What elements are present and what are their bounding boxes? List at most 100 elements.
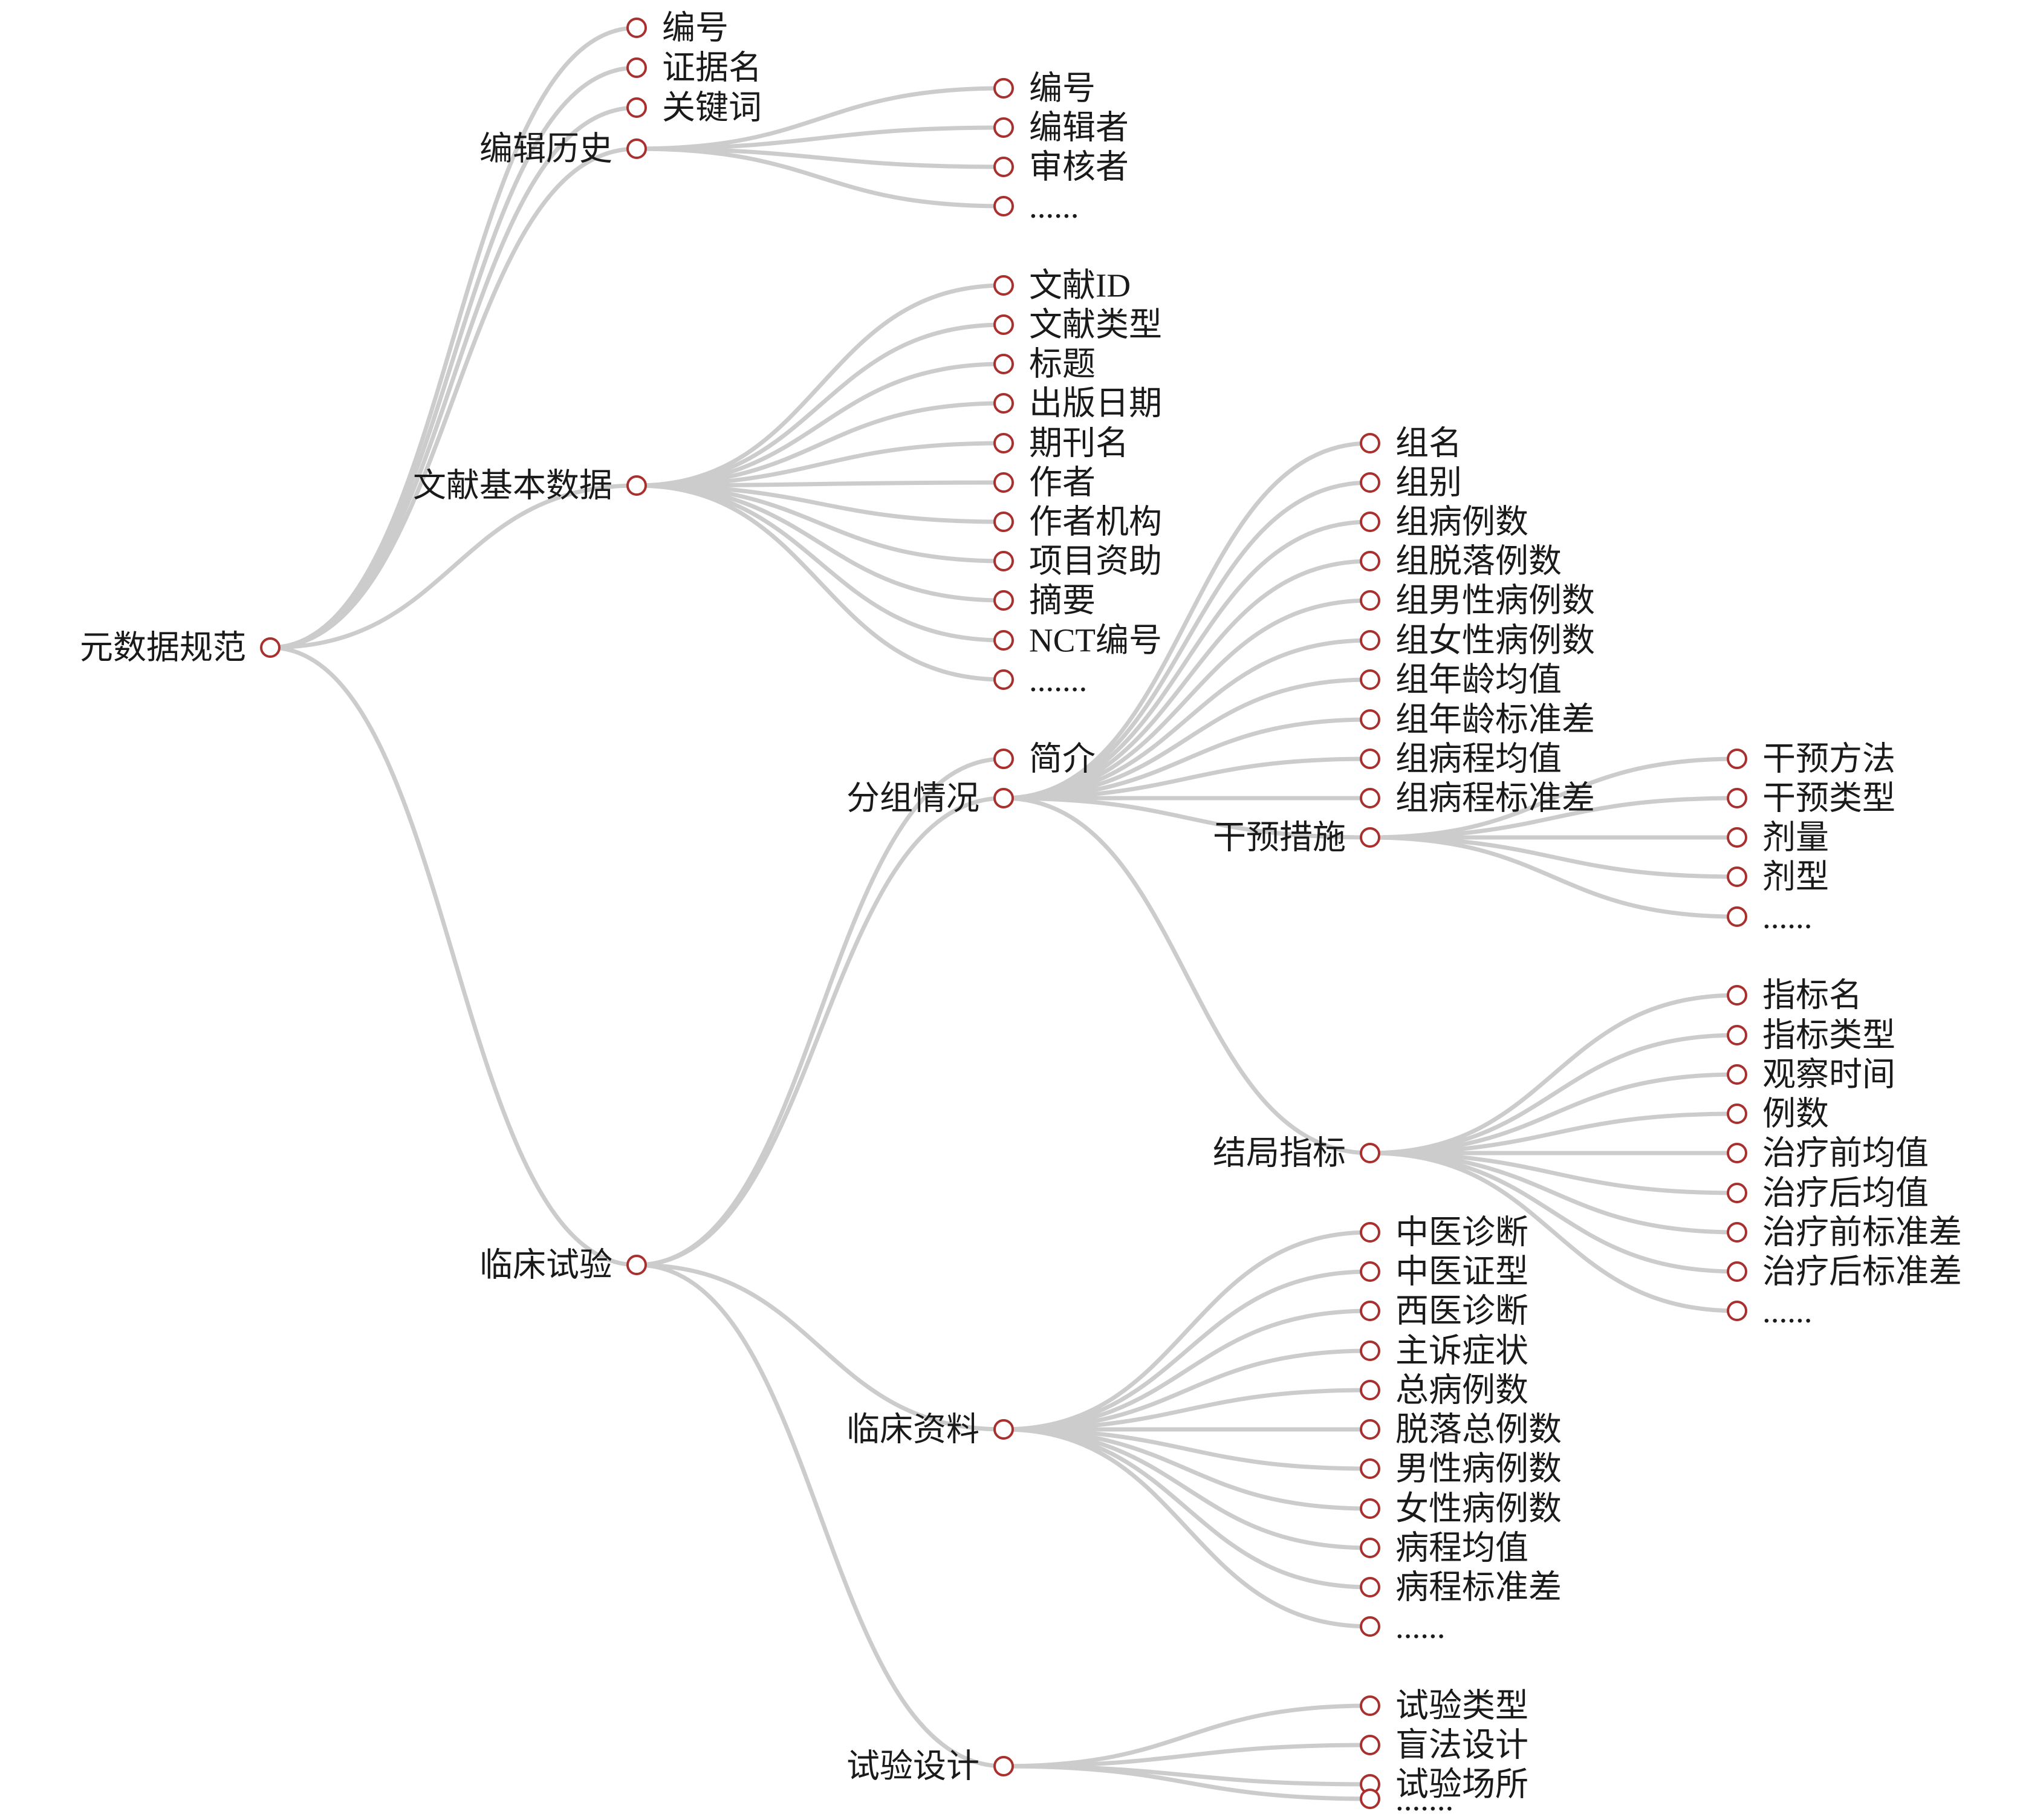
node-circle-icon[interactable] xyxy=(993,788,1014,808)
node-circle-icon[interactable] xyxy=(1727,827,1747,848)
tree-branch-node[interactable]: 分组情况 xyxy=(846,780,1014,817)
tree-leaf-node[interactable]: ...... xyxy=(1360,1608,1446,1645)
tree-leaf-node[interactable]: 组名 xyxy=(1360,425,1462,462)
tree-leaf-node[interactable]: 出版日期 xyxy=(993,385,1162,422)
tree-leaf-node[interactable]: 组女性病例数 xyxy=(1360,622,1595,659)
node-circle-icon[interactable] xyxy=(1727,906,1747,927)
node-circle-icon[interactable] xyxy=(1360,1577,1380,1597)
node-circle-icon[interactable] xyxy=(993,472,1014,493)
tree-leaf-node[interactable]: 期刊名 xyxy=(993,425,1129,462)
node-circle-icon[interactable] xyxy=(626,1255,647,1275)
tree-leaf-node[interactable]: 作者机构 xyxy=(993,504,1162,541)
tree-leaf-node[interactable]: 组年龄均值 xyxy=(1360,661,1562,698)
tree-leaf-node[interactable]: 观察时间 xyxy=(1727,1056,1895,1093)
tree-leaf-node[interactable]: 病程标准差 xyxy=(1360,1569,1562,1606)
tree-leaf-node[interactable]: 总病例数 xyxy=(1360,1372,1528,1409)
node-circle-icon[interactable] xyxy=(1727,1143,1747,1163)
tree-leaf-node[interactable]: 摘要 xyxy=(993,582,1096,619)
tree-leaf-node[interactable]: 编号 xyxy=(993,70,1096,107)
tree-leaf-node[interactable]: 治疗前均值 xyxy=(1727,1135,1929,1172)
tree-leaf-node[interactable]: 简介 xyxy=(993,741,1096,778)
tree-branch-node[interactable]: 试验设计 xyxy=(846,1748,1014,1785)
node-circle-icon[interactable] xyxy=(1727,1183,1747,1203)
node-circle-icon[interactable] xyxy=(1727,749,1747,769)
tree-leaf-node[interactable]: 组病程均值 xyxy=(1360,741,1562,778)
tree-leaf-node[interactable]: 项目资助 xyxy=(993,543,1162,580)
tree-leaf-node[interactable]: 组脱落例数 xyxy=(1360,543,1562,580)
node-circle-icon[interactable] xyxy=(1360,709,1380,730)
node-circle-icon[interactable] xyxy=(1360,1301,1380,1321)
node-circle-icon[interactable] xyxy=(993,275,1014,296)
node-circle-icon[interactable] xyxy=(1360,827,1380,848)
node-circle-icon[interactable] xyxy=(260,637,281,658)
node-circle-icon[interactable] xyxy=(993,78,1014,99)
tree-leaf-node[interactable]: ...... xyxy=(993,188,1079,225)
node-circle-icon[interactable] xyxy=(993,669,1014,690)
node-circle-icon[interactable] xyxy=(993,354,1014,374)
node-circle-icon[interactable] xyxy=(1360,433,1380,453)
tree-leaf-node[interactable]: 组别 xyxy=(1360,464,1462,501)
tree-leaf-node[interactable]: 编辑者 xyxy=(993,109,1129,146)
tree-branch-node[interactable]: 干预措施 xyxy=(1213,819,1380,856)
node-circle-icon[interactable] xyxy=(1727,1261,1747,1282)
tree-branch-node[interactable]: 结局指标 xyxy=(1213,1135,1380,1172)
tree-leaf-node[interactable]: 编号 xyxy=(626,10,729,47)
tree-leaf-node[interactable]: 审核者 xyxy=(993,149,1129,186)
node-circle-icon[interactable] xyxy=(993,590,1014,611)
node-circle-icon[interactable] xyxy=(993,393,1014,414)
node-circle-icon[interactable] xyxy=(1360,1341,1380,1361)
tree-leaf-node[interactable]: 剂量 xyxy=(1727,819,1829,856)
node-circle-icon[interactable] xyxy=(1360,1735,1380,1755)
node-circle-icon[interactable] xyxy=(1727,1222,1747,1243)
node-circle-icon[interactable] xyxy=(1360,1498,1380,1519)
node-circle-icon[interactable] xyxy=(1727,866,1747,887)
tree-branch-node[interactable]: 临床试验 xyxy=(479,1247,647,1284)
node-circle-icon[interactable] xyxy=(1360,1789,1380,1809)
tree-leaf-node[interactable]: ...... xyxy=(1727,899,1813,935)
tree-leaf-node[interactable]: 证据名 xyxy=(626,50,762,86)
tree-leaf-node[interactable]: 指标名 xyxy=(1727,977,1862,1014)
tree-leaf-node[interactable]: 干预方法 xyxy=(1727,741,1895,778)
tree-leaf-node[interactable]: NCT编号 xyxy=(993,622,1162,659)
tree-leaf-node[interactable]: 治疗后均值 xyxy=(1727,1175,1929,1212)
tree-leaf-node[interactable]: 组病例数 xyxy=(1360,504,1528,541)
tree-leaf-node[interactable]: 组年龄标准差 xyxy=(1360,701,1595,738)
node-circle-icon[interactable] xyxy=(1360,669,1380,690)
node-circle-icon[interactable] xyxy=(993,512,1014,532)
node-circle-icon[interactable] xyxy=(1360,1538,1380,1558)
node-circle-icon[interactable] xyxy=(1360,1616,1380,1637)
node-circle-icon[interactable] xyxy=(1360,1458,1380,1479)
tree-branch-node[interactable]: 临床资料 xyxy=(846,1411,1014,1448)
node-circle-icon[interactable] xyxy=(1360,1261,1380,1282)
node-circle-icon[interactable] xyxy=(993,196,1014,216)
tree-leaf-node[interactable]: 试验场所 xyxy=(1360,1766,1528,1803)
node-circle-icon[interactable] xyxy=(1727,1301,1747,1321)
node-circle-icon[interactable] xyxy=(993,630,1014,651)
tree-leaf-node[interactable]: 中医证型 xyxy=(1360,1253,1528,1290)
node-circle-icon[interactable] xyxy=(1360,630,1380,651)
node-circle-icon[interactable] xyxy=(1360,1222,1380,1243)
tree-leaf-node[interactable]: 标题 xyxy=(993,346,1096,383)
node-circle-icon[interactable] xyxy=(1360,1419,1380,1440)
node-circle-icon[interactable] xyxy=(1360,512,1380,532)
node-circle-icon[interactable] xyxy=(993,749,1014,769)
node-circle-icon[interactable] xyxy=(993,1756,1014,1776)
node-circle-icon[interactable] xyxy=(993,433,1014,453)
tree-leaf-node[interactable]: 例数 xyxy=(1727,1096,1829,1133)
node-circle-icon[interactable] xyxy=(1727,1103,1747,1124)
node-circle-icon[interactable] xyxy=(1360,788,1380,808)
tree-leaf-node[interactable]: 文献类型 xyxy=(993,307,1162,343)
tree-leaf-node[interactable]: 关键词 xyxy=(626,89,762,126)
node-circle-icon[interactable] xyxy=(1727,1025,1747,1045)
node-circle-icon[interactable] xyxy=(1727,788,1747,808)
node-circle-icon[interactable] xyxy=(1360,590,1380,611)
tree-leaf-node[interactable]: 西医诊断 xyxy=(1360,1293,1528,1330)
tree-leaf-node[interactable]: ....... xyxy=(993,661,1087,698)
node-circle-icon[interactable] xyxy=(626,18,647,38)
tree-leaf-node[interactable]: 中医诊断 xyxy=(1360,1214,1528,1251)
node-circle-icon[interactable] xyxy=(1360,1143,1380,1163)
tree-leaf-node[interactable]: 治疗前标准差 xyxy=(1727,1214,1962,1251)
tree-leaf-node[interactable]: 指标类型 xyxy=(1727,1017,1895,1054)
tree-leaf-node[interactable]: 主诉症状 xyxy=(1360,1333,1528,1370)
node-circle-icon[interactable] xyxy=(993,1419,1014,1440)
